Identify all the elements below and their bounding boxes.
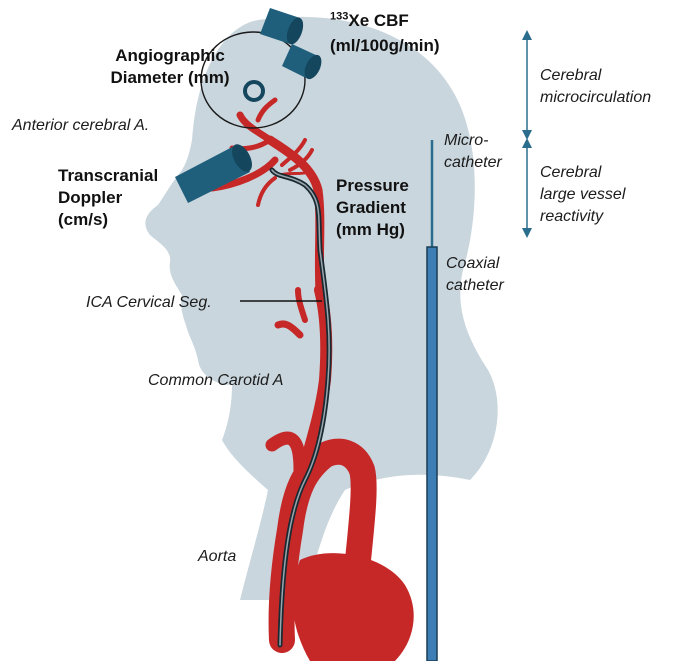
heart [292, 553, 414, 661]
xe-main: Xe CBF [348, 11, 409, 30]
aorta-label: Aorta [198, 548, 237, 565]
microcatheter-label: Micro- catheter [444, 130, 502, 174]
large-vessel-line1: Cerebral [540, 164, 602, 181]
large-vessel-line2: large vessel [540, 186, 626, 203]
tcd-units: (cm/s) [58, 210, 109, 229]
common-carotid-label: Common Carotid A [148, 372, 284, 389]
xe-units-label: (ml/100g/min) [330, 36, 440, 55]
xe-cbf-label: 133Xe CBF [330, 10, 409, 32]
coaxial-catheter [426, 246, 438, 661]
micro-line2: catheter [444, 154, 502, 171]
tcd-label: Transcranial Doppler (cm/s) [58, 165, 158, 231]
catheter-core [271, 169, 330, 646]
coaxial-line1: Coaxial [446, 255, 500, 272]
micro-line1: Micro- [444, 132, 489, 149]
ica-cervical-label: ICA Cervical Seg. [86, 294, 212, 311]
micro-circ-line1: Cerebral [540, 67, 602, 84]
angio-line2: Diameter (mm) [110, 68, 230, 87]
coaxial-line2: catheter [446, 277, 504, 294]
pressure-line2: Gradient [336, 198, 406, 217]
pressure-units: (mm Hg) [336, 220, 405, 239]
angiographic-ring-icon [200, 31, 306, 129]
angiographic-inner-ring-icon [243, 80, 265, 102]
pressure-label: Pressure Gradient (mm Hg) [336, 175, 409, 241]
tcd-line2: Doppler [58, 188, 123, 207]
microcirculation-label: Cerebral microcirculation [540, 65, 651, 109]
xenon-detector-icon [260, 8, 322, 80]
xe-superscript: 133 [330, 10, 349, 23]
tcd-line1: Transcranial [58, 166, 159, 185]
doppler-probe-icon [175, 144, 252, 203]
angio-label: Angiographic Diameter (mm) [100, 45, 240, 89]
anterior-cerebral-label: Anterior cerebral A. [12, 117, 150, 134]
large-vessel-line3: reactivity [540, 208, 604, 225]
angio-line1: Angiographic [115, 46, 225, 65]
pressure-line1: Pressure [336, 176, 409, 195]
coaxial-label: Coaxial catheter [446, 253, 504, 297]
large-vessel-label: Cerebral large vessel reactivity [540, 162, 625, 228]
double-arrow-icon [522, 30, 532, 238]
micro-circ-line2: microcirculation [540, 89, 652, 106]
